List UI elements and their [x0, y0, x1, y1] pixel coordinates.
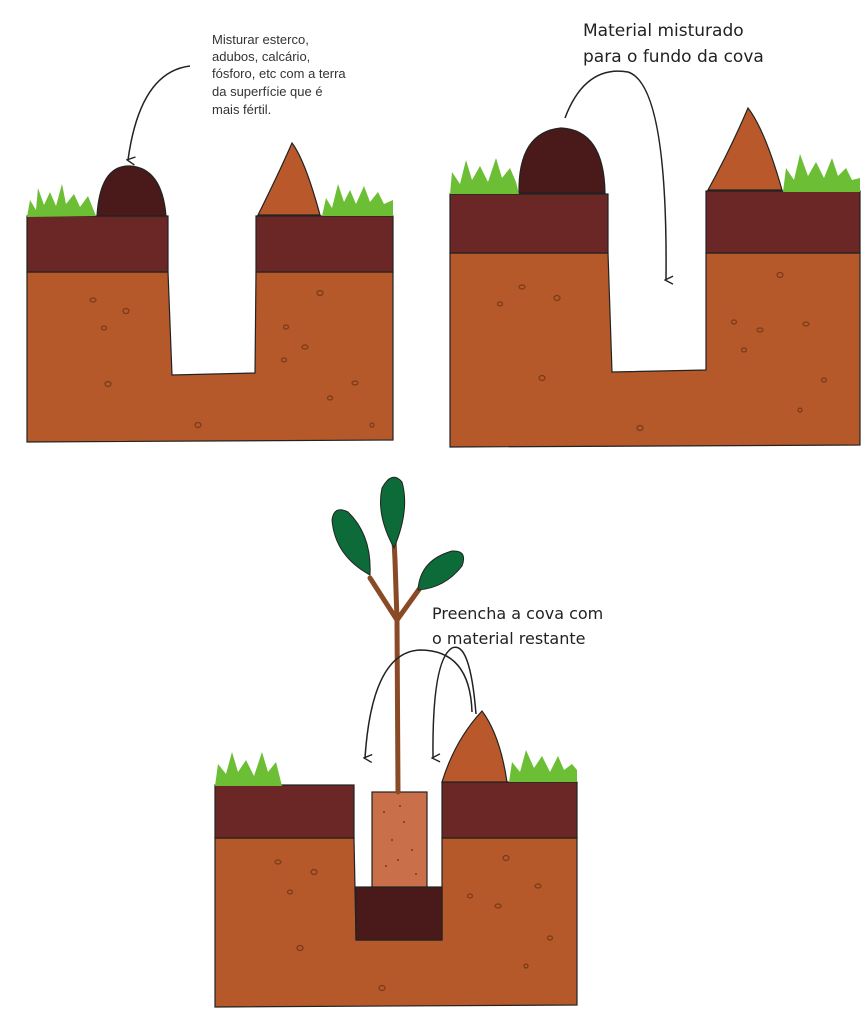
subsoil-mound — [708, 108, 782, 190]
topsoil-mound — [97, 166, 166, 216]
caption-line: adubos, calcário, — [212, 49, 310, 64]
topsoil-layer-left — [450, 194, 608, 253]
subsoil-mound — [442, 711, 507, 782]
topsoil-layer-left — [215, 785, 354, 838]
caption-line: Material misturado — [583, 21, 744, 41]
subsoil-layer — [27, 272, 393, 442]
topsoil-layer-right — [256, 216, 393, 272]
arrow-fill-left — [365, 650, 472, 758]
topsoil-mound — [519, 128, 605, 193]
leaf-left — [332, 510, 370, 575]
grass-left — [27, 184, 96, 217]
grass-left — [450, 158, 519, 194]
caption-line: Preencha a cova com — [432, 604, 603, 623]
caption-line: da superfície que é — [212, 84, 323, 99]
leaf-top — [381, 477, 405, 548]
grass-right — [322, 184, 393, 216]
seedling-stem — [370, 540, 420, 792]
panel-step-2: Material misturado para o fundo da cova — [450, 21, 860, 447]
topsoil-layer-left — [27, 216, 168, 272]
leaf-right — [418, 551, 464, 590]
panel-step-3: Preencha a cova com o material restante — [215, 477, 608, 1007]
caption-line: para o fundo da cova — [583, 47, 764, 67]
subsoil-layer — [450, 253, 860, 447]
panel-step-1: Misturar esterco, adubos, calcário, fósf… — [27, 32, 393, 442]
caption-line: fósforo, etc com a terra — [212, 66, 346, 81]
mixed-material-fill — [356, 887, 442, 940]
grass-right — [783, 154, 860, 192]
caption-step-3: Preencha a cova com o material restante — [432, 604, 608, 648]
caption-line: o material restante — [432, 629, 585, 648]
caption-line: mais fértil. — [212, 102, 271, 117]
arrow-to-mound — [128, 66, 190, 160]
topsoil-layer-right — [442, 782, 577, 838]
caption-step-2: Material misturado para o fundo da cova — [583, 21, 764, 67]
grass-left — [215, 752, 282, 786]
topsoil-layer-right — [706, 191, 860, 253]
caption-step-1: Misturar esterco, adubos, calcário, fósf… — [212, 32, 349, 117]
grass-right — [509, 750, 577, 782]
caption-line: Misturar esterco, — [212, 32, 309, 47]
subsoil-mound — [258, 143, 320, 215]
